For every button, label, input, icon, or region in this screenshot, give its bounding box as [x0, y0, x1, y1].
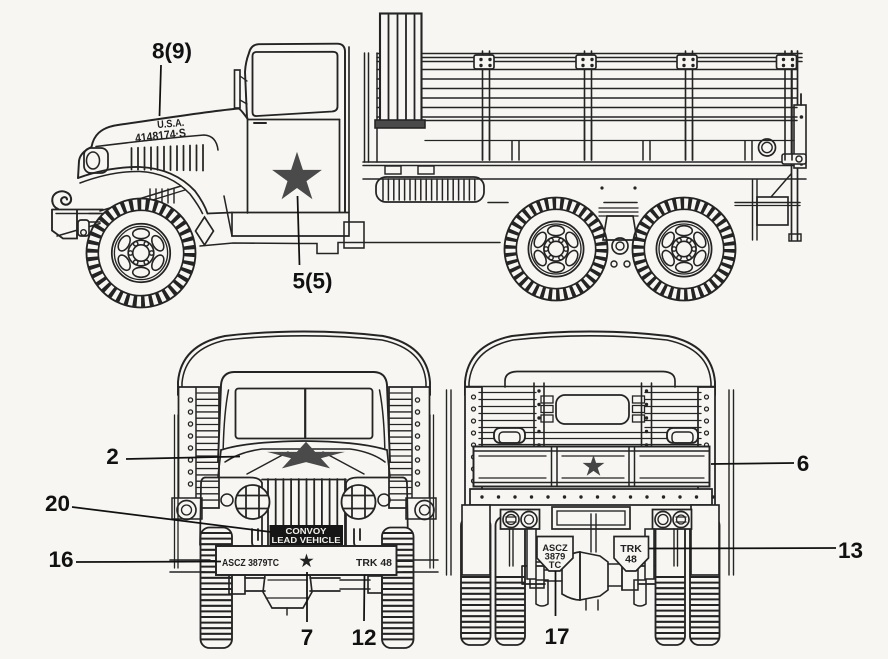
- svg-text:17: 17: [544, 624, 569, 649]
- svg-text:6: 6: [797, 451, 810, 476]
- svg-text:12: 12: [351, 625, 376, 650]
- svg-text:7: 7: [301, 625, 314, 650]
- svg-text:4148174·S: 4148174·S: [134, 126, 186, 146]
- svg-text:48: 48: [625, 554, 637, 566]
- svg-text:13: 13: [838, 538, 863, 563]
- svg-text:5(5): 5(5): [292, 269, 332, 294]
- svg-text:8(9): 8(9): [152, 39, 192, 64]
- svg-text:LEAD VEHICLE: LEAD VEHICLE: [272, 535, 341, 545]
- svg-text:TRK: TRK: [620, 543, 642, 555]
- svg-text:TC: TC: [549, 560, 562, 570]
- svg-text:2: 2: [106, 444, 119, 469]
- svg-text:ASCZ 3879TC: ASCZ 3879TC: [222, 557, 279, 569]
- svg-text:20: 20: [45, 491, 70, 516]
- svg-text:16: 16: [48, 547, 73, 572]
- svg-text:U.S.A.: U.S.A.: [157, 117, 185, 131]
- svg-text:TRK 48: TRK 48: [356, 557, 392, 569]
- svg-text:ASCZ: ASCZ: [542, 543, 568, 553]
- svg-text:CONVOY: CONVOY: [286, 526, 327, 536]
- svg-text:3879: 3879: [545, 552, 566, 562]
